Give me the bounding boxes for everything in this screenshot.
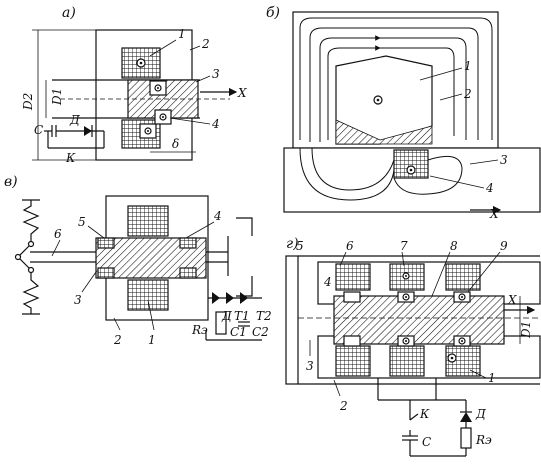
panel-v-label: в): [4, 174, 18, 190]
panel-b-x-label: X: [489, 207, 499, 221]
panel-v-num-2: 2: [113, 333, 122, 347]
panel-g-num-1: 1: [488, 371, 496, 385]
panel-g-k-label: К: [419, 407, 430, 421]
panel-g-num-9: 9: [500, 239, 508, 253]
panel-b-label: б): [266, 5, 280, 21]
panel-a-num-2: 2: [201, 37, 210, 51]
panel-v-num-6: 6: [54, 227, 62, 241]
panel-v-num-1: 1: [148, 333, 156, 347]
panel-a-x-label: X: [237, 86, 247, 100]
panel-a-k-label: К: [65, 151, 76, 165]
panel-g-coil-bottom-1: [335, 345, 371, 377]
panel-v-re-label: Rэ: [191, 323, 208, 337]
panel-g-num-6: 6: [346, 239, 354, 253]
panel-g-plate: [285, 255, 299, 385]
panel-a-d-label: Д: [69, 113, 80, 127]
panel-v-num-4: 4: [213, 209, 222, 223]
panel-g-num-5: 5: [296, 239, 304, 253]
panel-v-t1-label: T1: [234, 309, 250, 323]
panel-v-c1-label: C1: [230, 325, 247, 339]
panel-a-d1-label: D1: [50, 88, 64, 106]
panel-v-num-5: 5: [78, 215, 86, 229]
panel-g-re-label: Rэ: [475, 433, 492, 447]
panel-a-label: а): [62, 5, 76, 21]
panel-a-num-3: 3: [212, 67, 220, 81]
panel-v-num-3: 3: [74, 293, 82, 307]
panel-b-num-2: 2: [463, 87, 472, 101]
panel-g-label: г): [286, 236, 299, 252]
panel-g-coil-top-1: [335, 263, 371, 291]
panel-v-d-label: Д: [221, 309, 232, 323]
panel-a-c-label: C: [34, 123, 43, 137]
panel-g-coil-top-3: [445, 263, 481, 291]
panel-g-x-label: X: [507, 293, 517, 307]
panel-a: а) X D2 D1 1 2 3: [21, 5, 247, 165]
panel-g: г) X D1: [285, 236, 541, 457]
panel-g-num-7: 7: [400, 239, 408, 253]
panel-b-num-3: 3: [500, 153, 508, 167]
panel-g-num-4: 4: [323, 275, 332, 289]
panel-g-c-label: C: [422, 435, 431, 449]
panel-v: в): [4, 174, 272, 347]
panel-g-num-3: 3: [306, 359, 314, 373]
panel-a-delta-label: δ: [172, 137, 179, 151]
panel-b-num-4: 4: [485, 181, 494, 195]
panel-a-num-1: 1: [178, 27, 186, 41]
panel-v-t2-label: T2: [256, 309, 272, 323]
panel-g-num-2: 2: [339, 399, 348, 413]
panel-g-d1-label: D1: [519, 321, 533, 339]
panel-v-coil-top: [127, 205, 169, 237]
panel-a-d2-label: D2: [21, 93, 35, 111]
panel-g-d-label: Д: [475, 407, 486, 421]
panel-b: б) X 1 2 3 4: [266, 5, 541, 221]
panel-b-num-1: 1: [464, 59, 472, 73]
panel-g-coil-bottom-2: [389, 345, 425, 377]
panel-v-coil-bottom: [127, 279, 169, 311]
panel-a-num-4: 4: [211, 117, 220, 131]
panel-g-num-8: 8: [450, 239, 458, 253]
panel-v-c2-label: C2: [252, 325, 269, 339]
panel-g-armature: [333, 295, 505, 345]
